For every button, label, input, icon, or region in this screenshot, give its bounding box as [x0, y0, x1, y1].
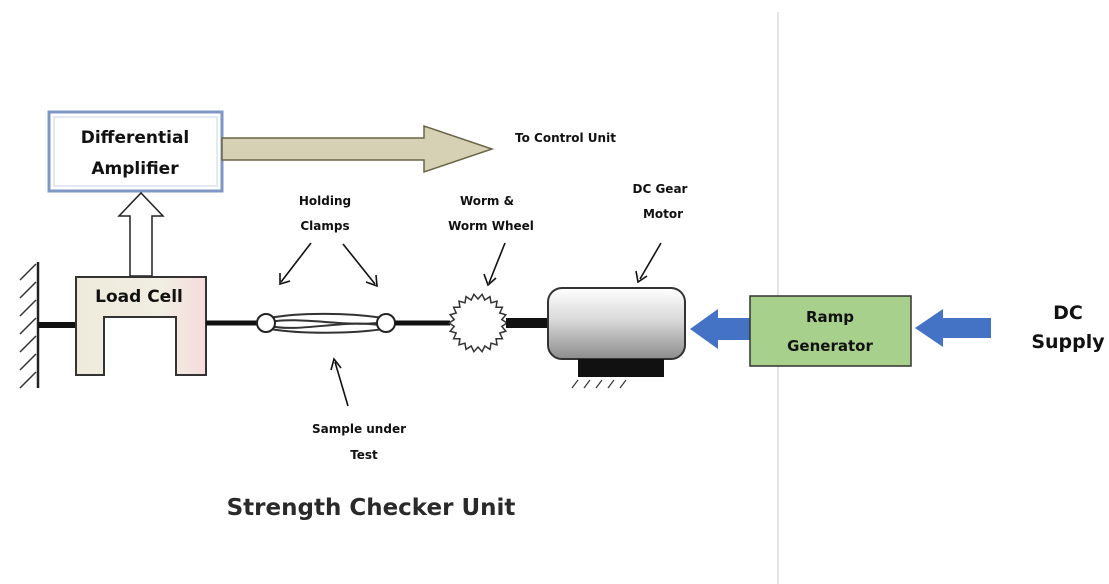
amplifier-label-line1: Differential	[81, 128, 190, 148]
sample-label-line2: Test	[350, 448, 378, 462]
diagram-caption: Strength Checker Unit	[227, 495, 516, 521]
ramp-label-line2: Generator	[787, 337, 873, 355]
pointer-arrows	[279, 242, 662, 407]
left-clamp	[256, 313, 276, 333]
ramp-generator-block: Ramp Generator	[749, 295, 912, 367]
load-cell-label: Load Cell	[95, 287, 183, 307]
sample-label-line1: Sample under	[312, 422, 406, 436]
worm-wheel	[447, 292, 509, 354]
differential-amplifier-block: Differential Amplifier	[47, 110, 224, 193]
sample-under-test	[269, 312, 385, 334]
holding-clamps-line1: Holding	[299, 194, 351, 208]
to-control-unit-label: To Control Unit	[515, 131, 616, 145]
worm-wheel-line1: Worm &	[460, 194, 514, 208]
dc-supply-line1: DC	[1053, 302, 1083, 324]
amplifier-label-line2: Amplifier	[91, 159, 179, 179]
ramp-label-line1: Ramp	[806, 308, 854, 326]
load-cell-block: Load Cell	[75, 276, 207, 376]
dc-supply-line2: Supply	[1031, 331, 1105, 353]
holding-clamps-line2: Clamps	[300, 219, 349, 233]
worm-wheel-line2: Worm Wheel	[448, 219, 534, 233]
dc-gear-motor-line1: DC Gear	[633, 182, 688, 196]
right-clamp	[376, 313, 396, 333]
output-arrow	[221, 124, 495, 174]
fixed-wall	[19, 262, 40, 389]
ramp-to-motor-arrow	[690, 309, 750, 349]
dc-gear-motor	[547, 287, 686, 389]
signal-up-arrow	[117, 191, 165, 277]
supply-to-ramp-arrow	[915, 309, 991, 347]
dc-gear-motor-line2: Motor	[643, 207, 683, 221]
